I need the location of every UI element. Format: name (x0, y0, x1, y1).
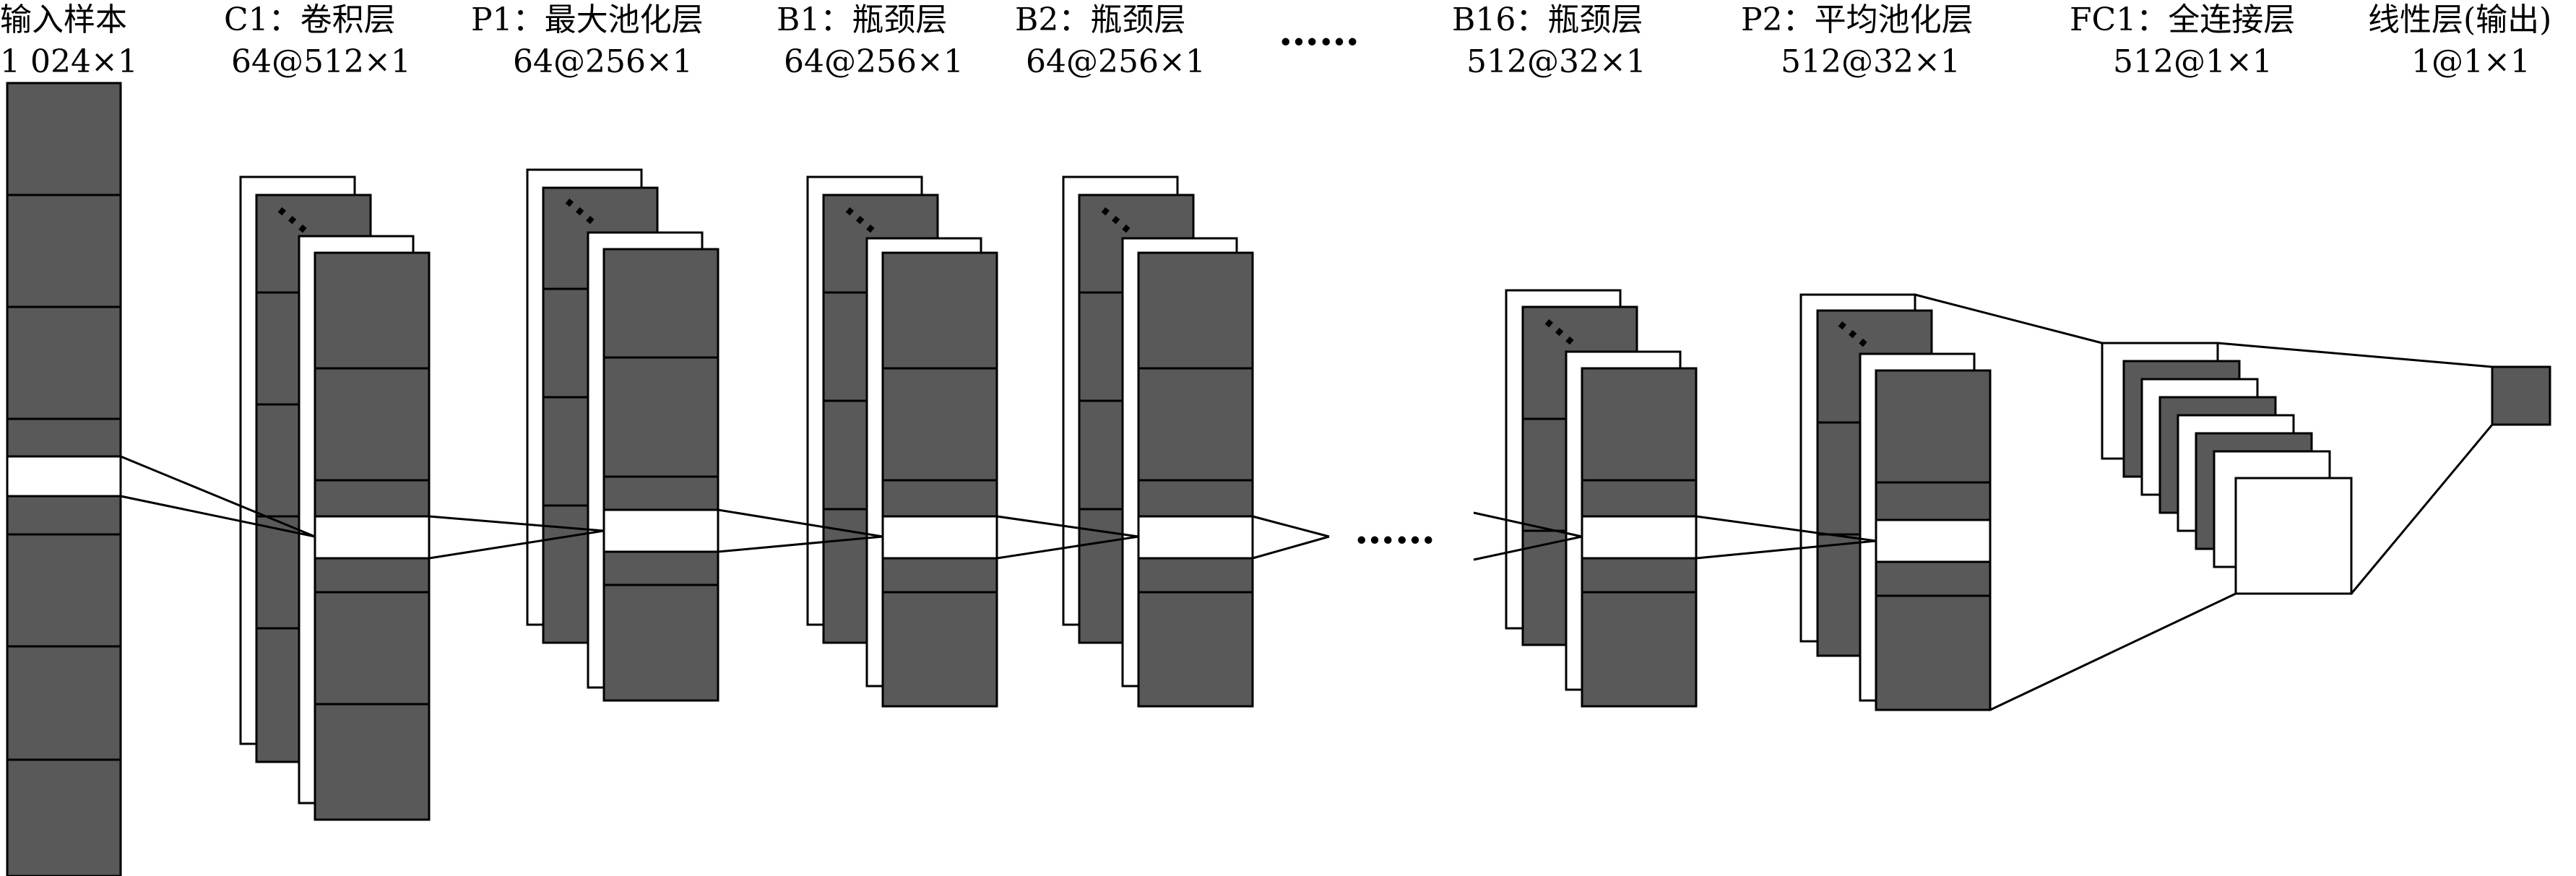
label-b2-name: B2：瓶颈层 (1015, 1, 1185, 38)
label-out-name: 线性层(输出) (2368, 1, 2551, 38)
label-b16-shape: 512@32×1 (1466, 43, 1646, 80)
label-fc1-name: FC1：全连接层 (2070, 1, 2295, 38)
label-b1-name: B1：瓶颈层 (777, 1, 947, 38)
label-p2-shape: 512@32×1 (1781, 43, 1961, 80)
p2-stack: ⋯ (1799, 293, 1992, 711)
p1-stack: ⋯ (526, 168, 719, 702)
label-p1-name: P1：最大池化层 (471, 1, 704, 38)
p2-window (1875, 519, 1992, 563)
p1-window (602, 508, 719, 553)
label-b2-shape: 64@256×1 (1026, 43, 1206, 80)
c1-window (314, 515, 431, 560)
label-fc1-shape: 512@1×1 (2113, 43, 2273, 80)
label-c1-name: C1：卷积层 (224, 1, 396, 38)
label-out-shape: 1@1×1 (2411, 43, 2530, 80)
b1-window (881, 515, 998, 560)
label-p2-name: P2：平均池化层 (1741, 1, 1974, 38)
label-b1-shape: 64@256×1 (784, 43, 964, 80)
b16-window (1581, 515, 1698, 560)
b2-window (1137, 515, 1254, 560)
label-p1-shape: 64@256×1 (513, 43, 693, 80)
output-node (2491, 365, 2551, 426)
label-ellipsis: …… (1279, 7, 1360, 55)
input-window (6, 455, 122, 498)
layer-labels: 输入样本 1 024×1 C1：卷积层 64@512×1 P1：最大池化层 64… (0, 1, 2551, 80)
fc1-front (2234, 477, 2353, 595)
fc1-stack (2101, 342, 2353, 595)
label-b16-name: B16：瓶颈层 (1452, 1, 1643, 38)
b1-stack: ⋯ (806, 175, 998, 708)
label-c1-shape: 64@512×1 (231, 43, 411, 80)
middle-ellipsis: …… (1354, 506, 1435, 553)
b2-stack: ⋯ (1062, 175, 1254, 708)
b16-stack: ⋯ (1505, 289, 1698, 708)
input-sample (6, 82, 122, 876)
c1-stack: ⋯ (239, 175, 431, 821)
connectors (120, 293, 2494, 711)
label-input-shape: 1 024×1 (0, 43, 138, 80)
label-input-name: 输入样本 (0, 1, 127, 38)
